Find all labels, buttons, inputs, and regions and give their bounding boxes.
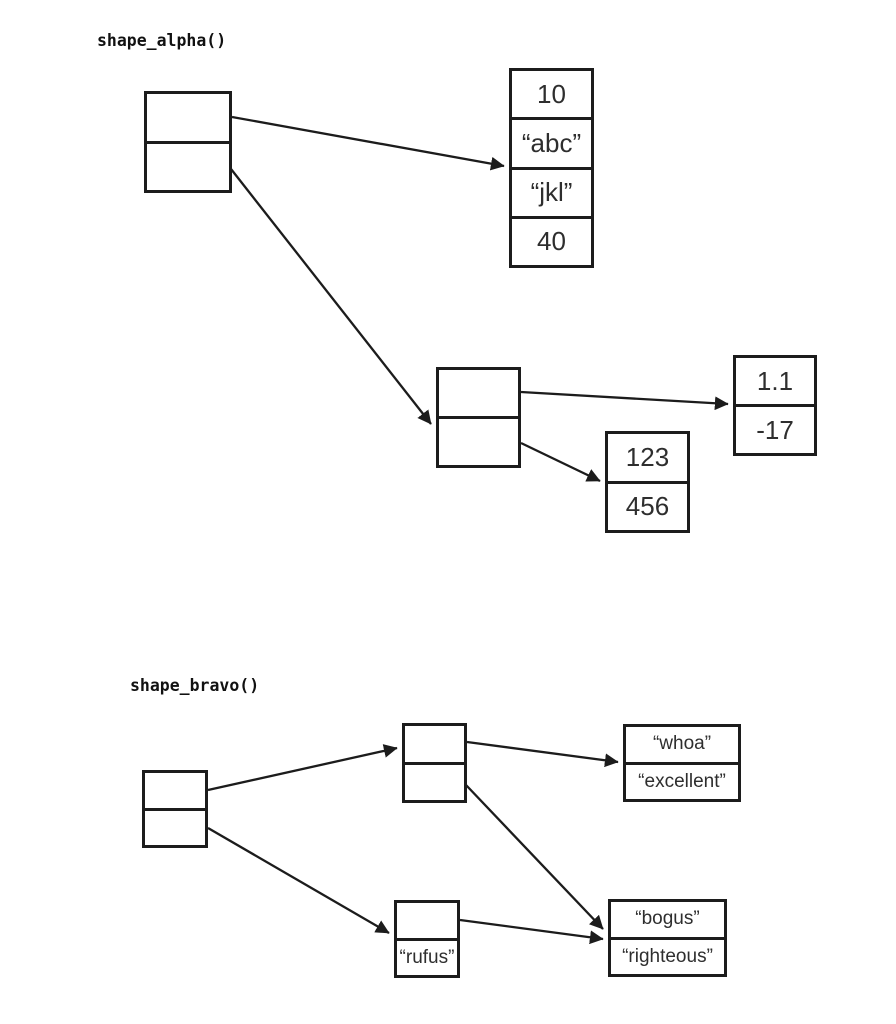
bravo-root-cell-1 <box>145 807 205 846</box>
alpha-list-cell-2: “jkl” <box>512 166 591 216</box>
alpha-pair-right-cell-1: -17 <box>736 404 814 453</box>
bravo-root-cell-0 <box>145 773 205 808</box>
alpha-list-cell-3: 40 <box>512 215 591 265</box>
bravo-title: shape_bravo() <box>130 676 260 695</box>
bravo-whoa-cell-0: “whoa” <box>652 733 712 755</box>
arrow-bravo-rufus-to-bogus <box>459 918 604 945</box>
bravo-root-box <box>142 770 208 848</box>
alpha-title: shape_alpha() <box>97 31 227 50</box>
alpha-pair-mid-cell-1 <box>439 416 518 465</box>
bravo-rufus-cell-1: “rufus” <box>397 937 457 976</box>
alpha-list-box: 10 “abc” “jkl” 40 <box>509 68 594 268</box>
arrow-bravo-root-to-rufus <box>207 827 390 934</box>
alpha-pair-mid-cell-0 <box>439 370 518 416</box>
arrow-alpha-pair-mid-to-pair-bottom <box>520 441 601 483</box>
alpha-list-cell-1: “abc” <box>512 117 591 166</box>
alpha-root-cell-1 <box>147 140 229 191</box>
alpha-pair-bottom-cell-0: 123 <box>625 441 670 472</box>
arrow-bravo-mid-to-whoa <box>466 740 619 768</box>
alpha-list-cell-0: 10 <box>537 78 566 109</box>
bravo-mid-cell-0 <box>405 726 464 762</box>
bravo-whoa-box: “whoa” “excellent” <box>623 724 741 802</box>
bravo-mid-cell-1 <box>405 761 464 801</box>
bravo-bogus-cell-1: “righteous” <box>611 936 724 975</box>
arrow-bravo-root-to-mid <box>207 744 398 792</box>
bravo-mid-box <box>402 723 467 803</box>
arrow-alpha-pair-mid-to-pair-right <box>520 390 729 411</box>
bravo-rufus-box: “rufus” <box>394 900 460 978</box>
bravo-rufus-cell-0 <box>397 903 457 938</box>
arrow-alpha-root-to-list <box>231 115 505 171</box>
bravo-whoa-cell-1: “excellent” <box>626 761 738 800</box>
alpha-pair-right-box: 1.1 -17 <box>733 355 817 456</box>
alpha-pair-right-cell-0: 1.1 <box>756 365 794 396</box>
arrow-alpha-root-to-pair-mid <box>230 168 432 425</box>
alpha-root-box <box>144 91 232 193</box>
bravo-bogus-box: “bogus” “righteous” <box>608 899 727 977</box>
alpha-pair-mid-box <box>436 367 521 468</box>
arrow-bravo-mid-to-bogus <box>465 784 604 930</box>
alpha-pair-bottom-box: 123 456 <box>605 431 690 533</box>
bravo-bogus-cell-0: “bogus” <box>635 908 700 930</box>
alpha-root-cell-0 <box>147 94 229 141</box>
alpha-pair-bottom-cell-1: 456 <box>608 480 687 531</box>
